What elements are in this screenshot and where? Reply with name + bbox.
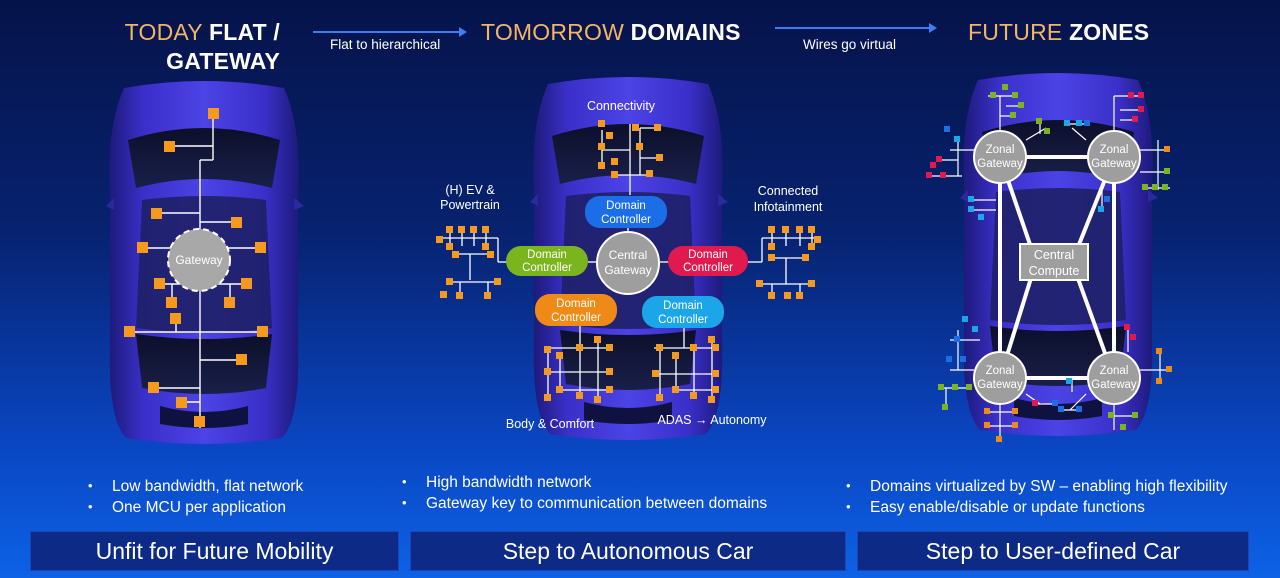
- label-connectivity: Connectivity: [587, 99, 656, 113]
- domain-controller-right-line1: Domain: [688, 249, 728, 261]
- header-future-zones: ZONES: [1069, 19, 1150, 45]
- header-tomorrow: TOMORROW DOMAINS: [481, 18, 741, 47]
- zonal-br-line2: Gateway: [1091, 379, 1137, 391]
- header-today: TODAY FLAT / GATEWAY: [120, 18, 280, 76]
- label-infotainment-line1: Connected: [758, 184, 819, 198]
- zonal-gateway-top-left: Zonal Gateway: [973, 130, 1027, 184]
- domain-controller-br-line1: Domain: [663, 300, 703, 312]
- flat-bullet-1: Low bandwidth, flat network: [86, 475, 303, 497]
- domain-controller-left-line2: Controller: [522, 262, 572, 274]
- domain-bullets: High bandwidth network Gateway key to co…: [400, 471, 767, 514]
- central-compute-line1: Central: [1034, 248, 1074, 262]
- domain-controller-right: Domain Controller: [668, 246, 748, 276]
- domain-ecus: [436, 120, 821, 403]
- label-infotainment-line2: Infotainment: [754, 200, 823, 214]
- domain-controller-left-line1: Domain: [527, 249, 567, 261]
- zonal-bl-line1: Zonal: [986, 365, 1015, 377]
- label-ev-line2: Powertrain: [440, 198, 500, 212]
- flat-gateway-node: Gateway: [167, 228, 231, 292]
- zone-bullet-1: Domains virtualized by SW – enabling hig…: [844, 475, 1228, 497]
- banner-user-defined: Step to User-defined Car: [857, 531, 1249, 571]
- domain-controller-bl-line2: Controller: [551, 312, 601, 324]
- zonal-bl-line2: Gateway: [977, 379, 1023, 391]
- header-today-flat: FLAT /: [208, 19, 280, 45]
- flat-bullets: Low bandwidth, flat network One MCU per …: [86, 475, 303, 518]
- domain-controller-br-line2: Controller: [658, 314, 708, 326]
- zonal-br-line1: Zonal: [1100, 365, 1129, 377]
- label-body-comfort: Body & Comfort: [506, 417, 595, 431]
- zone-sensors: [926, 84, 1172, 442]
- zonal-tr-line1: Zonal: [1100, 144, 1129, 156]
- zone-bullet-2: Easy enable/disable or update functions: [844, 496, 1228, 518]
- flat-ecus: [124, 108, 268, 427]
- header-future-prefix: FUTURE: [968, 19, 1070, 45]
- domain-controller-right-line2: Controller: [683, 262, 733, 274]
- zonal-tl-line2: Gateway: [977, 158, 1023, 170]
- label-ev-line1: (H) EV &: [445, 183, 495, 197]
- domain-controller-left: Domain Controller: [506, 246, 588, 276]
- header-future: FUTURE ZONES: [968, 18, 1149, 47]
- central-compute-node: Central Compute: [1019, 243, 1089, 281]
- arrow-flat-to-hierarchical: [313, 27, 467, 37]
- flat-network-wires: [130, 113, 262, 428]
- domain-wires: [440, 124, 818, 400]
- central-gateway-node: Central Gateway: [596, 231, 660, 295]
- central-gateway-line2: Gateway: [604, 263, 651, 277]
- label-adas-autonomy: ADAS → Autonomy: [657, 413, 767, 427]
- header-tomorrow-prefix: TOMORROW: [481, 19, 631, 45]
- domain-controller-bl-line1: Domain: [556, 298, 596, 310]
- header-today-gateway: GATEWAY: [166, 48, 280, 74]
- domain-bullet-1: High bandwidth network: [400, 471, 767, 493]
- domain-controller-bottom-right: Domain Controller: [642, 296, 724, 328]
- arrow-label-first: Flat to hierarchical: [330, 37, 441, 52]
- domain-controller-bottom-left: Domain Controller: [535, 294, 617, 326]
- domain-controller-top-line1: Domain: [606, 200, 646, 212]
- central-compute-line2: Compute: [1029, 264, 1080, 278]
- arrow-wires-virtual: [775, 23, 937, 33]
- domain-controller-top-line2: Controller: [601, 214, 651, 226]
- domain-controller-top: Domain Controller: [585, 196, 667, 228]
- zonal-gateway-bottom-left: Zonal Gateway: [973, 351, 1027, 405]
- flat-bullet-2: One MCU per application: [86, 496, 303, 518]
- zonal-gateway-bottom-right: Zonal Gateway: [1087, 351, 1141, 405]
- header-tomorrow-domains: DOMAINS: [630, 19, 741, 45]
- flat-gateway-label: Gateway: [175, 253, 222, 267]
- arrow-label-second: Wires go virtual: [803, 37, 897, 52]
- banner-unfit: Unfit for Future Mobility: [30, 531, 399, 571]
- banner-autonomous: Step to Autonomous Car: [410, 531, 846, 571]
- zonal-gateway-top-right: Zonal Gateway: [1087, 130, 1141, 184]
- zonal-tr-line2: Gateway: [1091, 158, 1137, 170]
- zone-bullets: Domains virtualized by SW – enabling hig…: [844, 475, 1228, 518]
- zonal-tl-line1: Zonal: [986, 144, 1015, 156]
- domain-bullet-2: Gateway key to communication between dom…: [400, 492, 767, 514]
- header-today-prefix: TODAY: [124, 19, 209, 45]
- central-gateway-line1: Central: [609, 248, 648, 262]
